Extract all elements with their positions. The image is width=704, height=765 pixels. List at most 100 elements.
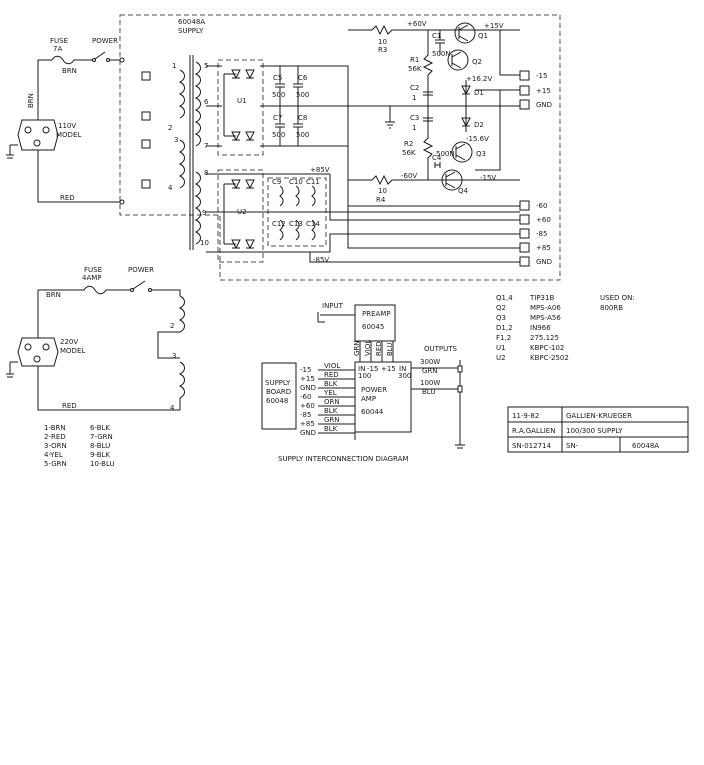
- switch-brn-label: BRN: [62, 67, 77, 75]
- svg-text:MPS-A06: MPS-A06: [530, 304, 561, 312]
- terminal-column-bottom: [519, 200, 530, 267]
- cap-c1-label: C1: [432, 32, 441, 40]
- cap-c3-value: 1: [412, 124, 416, 132]
- r4-wire: [348, 174, 520, 186]
- transformer-pin-1: 1: [172, 62, 176, 70]
- wire-brn-110-label: BRN: [27, 93, 35, 108]
- color-code-10: 10-BLU: [90, 460, 115, 468]
- r1-value: 56K: [408, 65, 422, 73]
- cap-c4: [434, 162, 441, 168]
- preamp-box: [354, 304, 396, 342]
- rectifier-u2-outline: [217, 169, 264, 263]
- svg-text:-15: -15: [300, 366, 311, 374]
- power-amp-label-3: 60044: [361, 408, 384, 416]
- supply-board-label-bottom: SUPPLY: [178, 27, 204, 35]
- svg-text:-60: -60: [300, 393, 311, 401]
- preamp-wire-1: GRN: [353, 340, 361, 356]
- rail-p85-label: +85V: [310, 166, 330, 174]
- svg-text:-85: -85: [300, 411, 311, 419]
- preamp-label-1: PREAMP: [362, 310, 391, 318]
- power-switch-110: [92, 51, 125, 63]
- power-220-label: POWER: [128, 266, 154, 274]
- ground-ref: [385, 106, 395, 129]
- amp-pin-m15: -15: [367, 365, 378, 373]
- transformer-primary: [141, 55, 201, 250]
- cap-c1-value: 500N: [432, 50, 451, 58]
- rail-m85-label: -85V: [313, 256, 329, 264]
- r4-value: 10: [378, 187, 387, 195]
- cap-c8-value: 500: [296, 131, 309, 139]
- terminal-gnd-1: GND: [536, 101, 552, 109]
- wire-red-110: [37, 150, 120, 203]
- cap-c2: [423, 85, 433, 106]
- power-110-label: POWER: [92, 37, 118, 45]
- q1-label: Q1: [478, 32, 488, 40]
- cap-c4-label: C4: [432, 154, 442, 162]
- plug-110-label-2: MODEL: [56, 131, 81, 139]
- input-jack: [317, 312, 355, 323]
- cap-c5-value: 500: [272, 91, 285, 99]
- cap-c12-label: C12: [272, 220, 286, 228]
- plug-220-label-1: 220V: [60, 338, 78, 346]
- fuse-220-symbol: [38, 285, 130, 295]
- fuse-220-label-bottom: 4AMP: [82, 274, 102, 282]
- caps-u2-group: [279, 185, 316, 241]
- r2-name: R2: [404, 140, 413, 148]
- transformer-pin-8: 8: [204, 169, 208, 177]
- svg-text:BLK: BLK: [324, 407, 338, 415]
- v-m15-label: -15V: [480, 174, 496, 182]
- fuse-110-label-top: FUSE: [50, 37, 68, 45]
- color-code-4: 4-YEL: [44, 451, 63, 459]
- power-switch-220: [130, 280, 181, 296]
- svg-text:BLK: BLK: [324, 425, 338, 433]
- terminal-p60: +60: [536, 216, 551, 224]
- title-date: 11-9-82: [512, 412, 539, 420]
- preamp-label-2: 60045: [362, 323, 384, 331]
- diode-d2: [461, 112, 471, 132]
- svg-text:MPS-A56: MPS-A56: [530, 314, 561, 322]
- preamp-wire-3: RED: [375, 341, 383, 356]
- transistor-q1: [454, 22, 476, 44]
- supply-board-label-top: 60048A: [178, 18, 205, 26]
- terminal-column-top: [519, 70, 530, 110]
- cap-c10-label: C10: [289, 178, 303, 186]
- cap-c5-label: C5: [273, 74, 282, 82]
- plug-220-label-2: MODEL: [60, 347, 85, 355]
- u2-bus-wires: [206, 173, 520, 253]
- title-sn-right: SN-: [566, 442, 579, 450]
- color-code-9: 9-BLK: [90, 451, 110, 459]
- svg-text:+60: +60: [300, 402, 315, 410]
- v-p15-label: +15V: [484, 22, 504, 30]
- output-wires: [411, 360, 465, 449]
- transistor-q2: [447, 49, 469, 71]
- title-company: GALLIEN-KRUEGER: [566, 412, 632, 420]
- color-code-8: 8-BLU: [90, 442, 110, 450]
- cap-c3-label: C3: [410, 114, 419, 122]
- preamp-wire-2: VIOL: [364, 340, 372, 356]
- r3-name: R3: [378, 46, 387, 54]
- outputs-label: OUTPUTS: [424, 345, 458, 353]
- cap-c2-label: C2: [410, 84, 419, 92]
- rectifier-u1: [223, 69, 255, 142]
- svg-text:D1,2: D1,2: [496, 324, 513, 332]
- svg-text:U2: U2: [496, 354, 506, 362]
- wire-brn-220-label: BRN: [46, 291, 61, 299]
- svg-text:TIP31B: TIP31B: [529, 294, 554, 302]
- amp-pin-p15: +15: [381, 365, 396, 373]
- cap-c11-label: C11: [306, 178, 320, 186]
- transformer-pin-4: 4: [168, 184, 173, 192]
- terminal-m60: -60: [536, 202, 547, 210]
- plug-220: [17, 337, 59, 367]
- amp-pin-100: 100: [358, 372, 371, 380]
- caps-u2-outline: [267, 177, 327, 247]
- rectifier-u1-label: U1: [237, 97, 247, 105]
- q2-label: Q2: [472, 58, 482, 66]
- terminal-m85: -85: [536, 230, 547, 238]
- title-sn-left: SN-012714: [512, 442, 551, 450]
- v-m156-label: -15.6V: [466, 135, 489, 143]
- output-jack-300: [457, 365, 463, 373]
- svg-text:YEL: YEL: [323, 389, 337, 397]
- supply-board-outline: [119, 14, 561, 281]
